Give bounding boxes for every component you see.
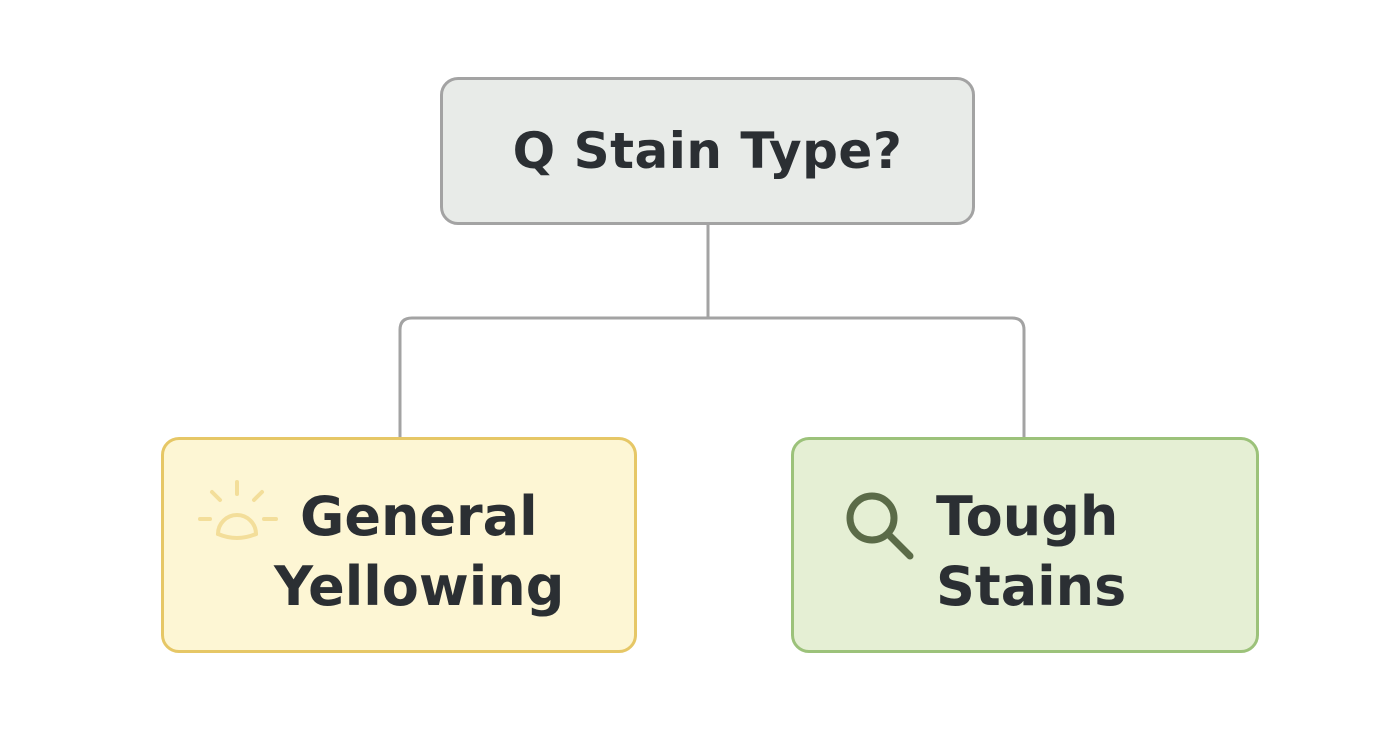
node-tough-stains-line-2: Stains bbox=[936, 555, 1127, 618]
node-general-yellowing-line-1: General bbox=[300, 485, 538, 548]
node-general-yellowing-line-2: Yellowing bbox=[274, 555, 565, 618]
sun-icon bbox=[198, 480, 278, 540]
node-general-yellowing-label: General Yellowing bbox=[274, 482, 564, 622]
node-stain-type-label: Q Stain Type? bbox=[512, 122, 903, 180]
node-tough-stains: Tough Stains bbox=[791, 437, 1259, 653]
connector-to-general-yellowing bbox=[398, 316, 708, 437]
node-general-yellowing: General Yellowing bbox=[161, 437, 637, 653]
node-stain-type: Q Stain Type? bbox=[440, 77, 975, 225]
search-icon bbox=[846, 492, 914, 560]
connector-to-tough-stains bbox=[708, 316, 1026, 437]
node-tough-stains-label: Tough Stains bbox=[936, 482, 1126, 622]
node-tough-stains-line-1: Tough bbox=[936, 485, 1119, 548]
